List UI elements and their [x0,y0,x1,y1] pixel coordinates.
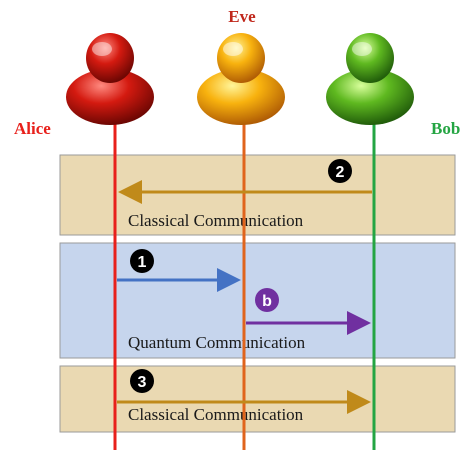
step-badge-3: 3 [130,369,154,393]
bob-person-icon [326,33,414,125]
eve-person-icon [197,33,285,125]
svg-text:b: b [262,293,272,310]
svg-text:2: 2 [336,164,345,181]
alice-person-icon [66,33,154,125]
bob-label: Bob [431,119,460,138]
classical-box-2 [59,365,456,433]
classical-communication-label-1: Classical Communication [128,211,304,230]
step-badge-b: b [255,288,279,312]
eve-label: Eve [228,7,256,26]
step-badge-2: 2 [328,159,352,183]
quantum-communication-label: Quantum Communication [128,333,306,352]
step-badge-1: 1 [130,249,154,273]
svg-text:3: 3 [138,374,147,391]
classical-communication-label-2: Classical Communication [128,405,304,424]
alice-label: Alice [14,119,51,138]
svg-text:1: 1 [138,254,147,271]
